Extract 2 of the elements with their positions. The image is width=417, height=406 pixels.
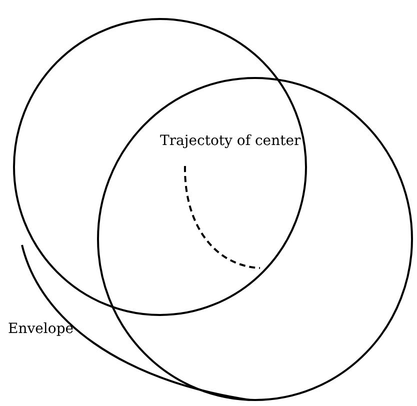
- trajectory-label: Trajectoty of center: [160, 133, 301, 149]
- envelope-label: Envelope: [8, 321, 74, 337]
